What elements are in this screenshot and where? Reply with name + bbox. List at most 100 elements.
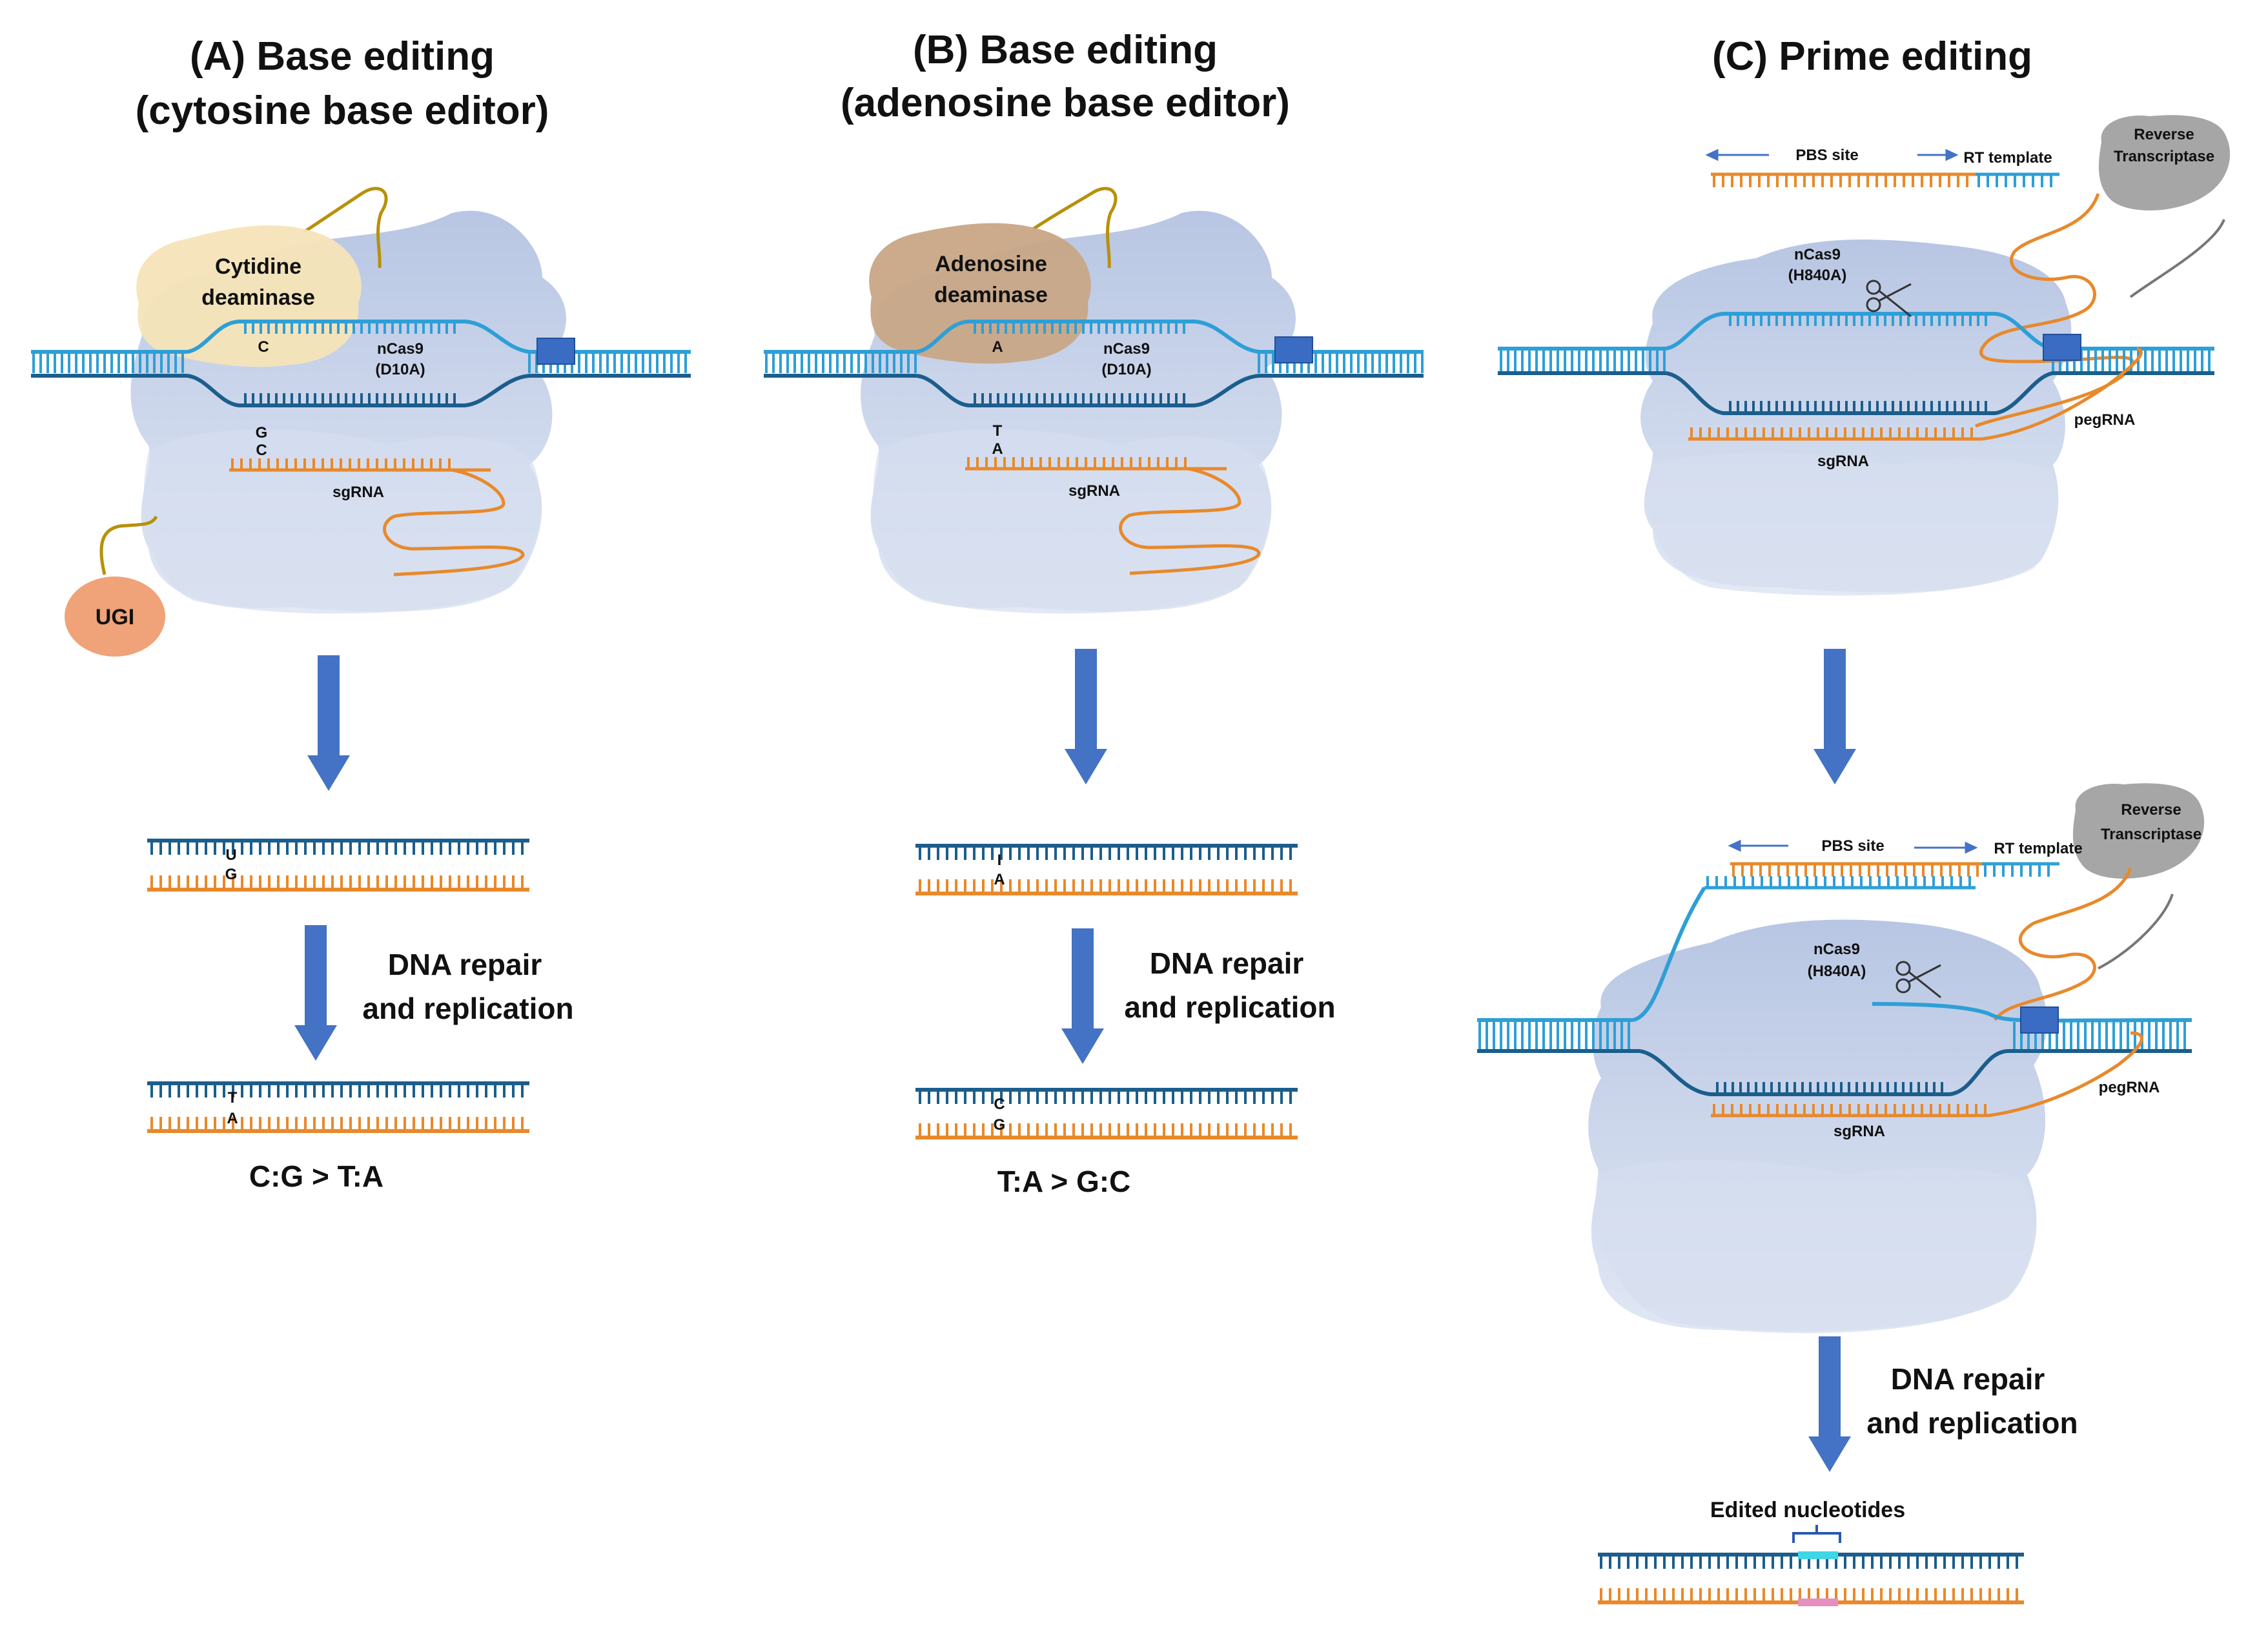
panel-a-title-line2: (cytosine base editor) [136,88,549,133]
deaminase-linker-a [302,187,388,269]
cytidine-deaminase-blob [136,225,362,367]
deaminase-linker-b [1032,187,1118,269]
dna-duplex-a [31,320,691,407]
rt-template-label-bottom: RT template [1994,840,2082,857]
bubble-rungs-a-bottom [244,393,456,403]
panel-c-title: (C) Prime editing [1712,34,2032,79]
edit-base-a: C [258,338,269,356]
ncas9-label-c-bottom-line2: (H840A) [1808,963,1866,980]
ncas9-label-b-line1: nCas9 [1103,340,1150,358]
sgrna-c-bottom [1711,1031,2143,1118]
bubble-rungs-b-bottom [974,393,1185,403]
pbs-arrows-bottom [1728,839,1978,854]
dna-rungs-c-bottom [1478,1022,2186,1049]
bubble-rungs-c-top [1729,316,1987,326]
pbs-site-label-top: PBS site [1795,147,1858,164]
edited-top-segment [1798,1551,1838,1559]
ugi-label: UGI [96,605,134,629]
bubble-rungs-c-bottom [1716,1082,1943,1092]
rt-template-label-top: RT template [1963,149,2052,167]
intermediate-bottom-b: A [994,871,1005,888]
pair-top-b: T [993,422,1003,440]
adenosine-deaminase-line1: Adenosine [935,252,1047,276]
result-label-a: C:G > T:A [249,1159,383,1193]
dna-duplex-b [764,320,1424,407]
rt-label-bottom-line1: Reverse [2121,801,2181,819]
pbs-arrows-top [1705,148,1959,161]
ncas9-protein-c-top-lower-lobe [1649,453,2058,596]
reverse-transcriptase-bottom [2072,783,2205,879]
panel-b-title-line1: (B) Base editing [913,28,1218,72]
ncas9-protein-a-lower-lobe [143,429,540,614]
reverse-transcriptase-top [2098,115,2231,211]
ncas9-label-c-top-line1: nCas9 [1794,246,1841,263]
ncas9-label-a-line1: nCas9 [377,340,424,358]
sgrna-c-top [1688,347,2143,441]
intermediate-top-b: I [997,852,1002,869]
ncas9-protein-b-lower-lobe [873,429,1270,614]
pbs-site-label-bottom: PBS site [1821,837,1884,855]
repair-label-b-line2: and replication [1124,990,1335,1024]
ncas9-label-c-bottom-line1: nCas9 [1813,941,1860,958]
sgrna-a [229,458,525,577]
final-dna-b [915,1088,1298,1139]
final-bottom-b: G [994,1116,1006,1134]
final-bottom-a: A [227,1110,238,1127]
arrow-b-2 [1061,928,1104,1064]
rt-label-top-line2: Transcriptase [2114,148,2214,165]
sgrna-label-b: sgRNA [1068,482,1120,500]
edit-base-b: A [992,338,1003,356]
final-dna-a [147,1081,529,1133]
scissors-icon-top [1866,280,1912,318]
dna-rungs-a [32,354,687,373]
pair-bottom-a: C [256,442,267,459]
panel-b-title-line2: (adenosine base editor) [841,81,1290,125]
adenosine-deaminase-line2: deaminase [934,283,1048,307]
cytidine-deaminase-line1: Cytidine [215,254,301,279]
ugi-linker [99,515,158,575]
panel-c: (C) Prime editing Reverse Transcriptase … [1477,34,2231,1606]
repair-label-a-line2: and replication [362,992,573,1025]
result-label-b: T:A > G:C [997,1165,1131,1198]
pam-box-a [536,338,575,365]
cytidine-deaminase-line2: deaminase [201,285,315,310]
dna-duplex-c-top [1498,312,2214,415]
sgrna-label-c-bottom: sgRNA [1834,1123,1885,1140]
pegrna-extension-bottom [1704,862,2174,1021]
ncas9-label-a-line2: (D10A) [375,361,425,378]
pam-box-b [1274,336,1313,363]
intermediate-dna-b [915,844,1298,895]
panel-a-title-line1: (A) Base editing [190,34,495,79]
edited-nucleotides-label: Edited nucleotides [1710,1498,1905,1522]
bubble-rungs-a [244,323,456,334]
sgrna-label-a: sgRNA [332,484,384,501]
arrow-b-1 [1065,649,1107,784]
adenosine-deaminase-blob [869,223,1091,364]
final-dna-c [1598,1551,2024,1606]
arrow-c-2 [1808,1336,1851,1472]
arrow-a-1 [307,655,350,791]
arrow-a-2 [294,925,337,1061]
intermediate-dna-a [147,839,529,892]
repair-label-b-line1: DNA repair [1150,946,1304,980]
pair-top-a: G [256,424,268,442]
final-top-a: T [228,1089,238,1107]
pam-box-c-bottom [2020,1006,2059,1034]
arrow-c-1 [1813,649,1856,784]
pegrna-label-c-bottom: pegRNA [2099,1079,2160,1096]
intermediate-bottom-a: G [225,866,238,883]
pegrna-label-c-top: pegRNA [2074,411,2136,429]
intermediate-top-a: U [225,846,236,864]
sgrna-b [965,457,1261,575]
ncas9-label-c-top-line2: (H840A) [1788,267,1847,284]
sgrna-label-c-top: sgRNA [1817,453,1869,470]
dna-duplex-c-bottom [1477,886,2192,1096]
panel-b: (B) Base editing (adenosine base editor)… [764,28,1424,1198]
pair-bottom-b: A [992,440,1003,458]
scissors-icon-bottom [1895,961,1941,999]
rt-label-top-line1: Reverse [2134,126,2194,143]
panel-a: (A) Base editing (cytosine base editor) … [31,34,691,1193]
repair-label-c-line2: and replication [1866,1406,2078,1440]
